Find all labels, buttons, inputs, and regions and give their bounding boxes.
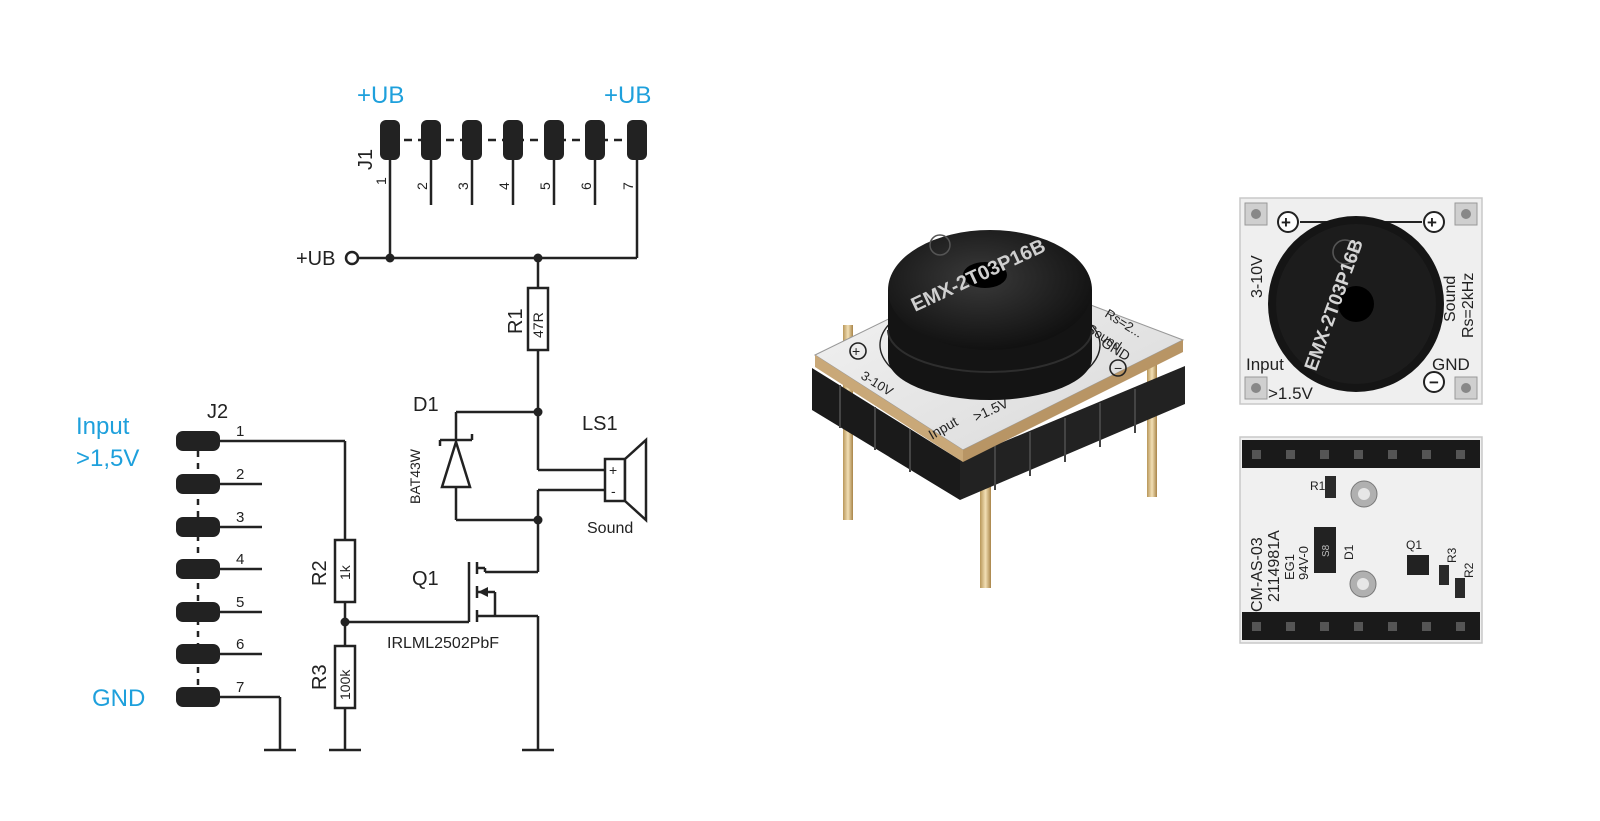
j1-pin-2 bbox=[421, 120, 441, 160]
r1-component bbox=[1325, 476, 1336, 498]
j2-pin-num-5: 5 bbox=[236, 594, 244, 611]
bottom-view-photo: CM-AS-03 2114981A EG1 94V-0 R1 S8 D1 Q1 … bbox=[1239, 436, 1483, 644]
top-rs: Rs=2kHz bbox=[1460, 273, 1477, 338]
q1-ref: Q1 bbox=[412, 568, 439, 590]
j1-pin-1 bbox=[380, 120, 400, 160]
bottom-q1: Q1 bbox=[1406, 538, 1422, 552]
pcb-minus-symbol: − bbox=[1114, 360, 1122, 376]
d1-ref: D1 bbox=[413, 394, 439, 416]
ls1-label: Sound bbox=[587, 520, 633, 537]
q1-value: IRLML2502PbF bbox=[387, 635, 499, 652]
j2-pin-num-3: 3 bbox=[236, 509, 244, 526]
top-view-photo: + + − 3-10V Input >1.5V Sound Rs=2kHz GN… bbox=[1239, 197, 1483, 405]
ub-node-label: +UB bbox=[296, 248, 335, 270]
schematic: +UB +UB J1 1 2 3 4 5 6 bbox=[76, 82, 651, 752]
q1-component bbox=[1407, 555, 1429, 575]
pcb-plus-symbol: + bbox=[852, 343, 860, 359]
d1-diode bbox=[440, 437, 472, 489]
header-right bbox=[960, 366, 1185, 500]
j2-pin-num-1: 1 bbox=[236, 423, 244, 440]
j1-pin-3 bbox=[462, 120, 482, 160]
ls1-plus: + bbox=[609, 462, 617, 478]
j2-pin-4 bbox=[176, 559, 220, 579]
j1-pin-num-5: 5 bbox=[537, 182, 553, 190]
d1-value: BAT43W bbox=[407, 448, 423, 504]
j1-pin-num-6: 6 bbox=[578, 182, 594, 190]
pcb-edge-left bbox=[815, 355, 963, 462]
bottom-d1-chip: S8 bbox=[1321, 544, 1332, 557]
ls1-minus: - bbox=[611, 483, 616, 499]
bottom-order-no: 2114981A bbox=[1266, 530, 1283, 602]
module-3d-photo: + − 3-10V GND Input >1.5V Sound Rs=2... … bbox=[812, 230, 1185, 588]
j1-pin-7 bbox=[627, 120, 647, 160]
r1-value: 47R bbox=[530, 312, 546, 338]
top-gnd: GND bbox=[1432, 355, 1470, 374]
bottom-part-no: CM-AS-03 bbox=[1249, 537, 1266, 612]
top-sound: Sound bbox=[1442, 276, 1459, 322]
r3-value: 100k bbox=[337, 669, 353, 700]
input-threshold: >1,5V bbox=[76, 445, 139, 472]
j1-pins bbox=[380, 120, 647, 160]
bottom-eg: EG1 bbox=[1282, 554, 1297, 580]
bottom-r1: R1 bbox=[1310, 479, 1326, 493]
j2-ref: J2 bbox=[207, 401, 228, 423]
j2-pin-num-2: 2 bbox=[236, 466, 244, 483]
bottom-rating: 94V-0 bbox=[1296, 546, 1311, 580]
top-threshold: >1.5V bbox=[1268, 384, 1314, 403]
j1-pin-4 bbox=[503, 120, 523, 160]
top-input: Input bbox=[1246, 355, 1284, 374]
pin-front bbox=[980, 440, 991, 588]
j2-pin-num-4: 4 bbox=[236, 551, 244, 568]
r2-ref: R2 bbox=[309, 560, 331, 586]
ub-right-label: +UB bbox=[604, 82, 651, 109]
buzzer-sound-hole bbox=[963, 262, 1007, 288]
j2-pin-2 bbox=[176, 474, 220, 494]
top-voltage: 3-10V bbox=[1249, 255, 1266, 298]
r3-component bbox=[1439, 565, 1449, 585]
r1-ref: R1 bbox=[505, 308, 527, 334]
j1-pin-num-1: 1 bbox=[373, 177, 389, 185]
r2-component bbox=[1455, 578, 1465, 598]
top-plus-left: + bbox=[1281, 213, 1291, 232]
j1-pin-num-4: 4 bbox=[496, 182, 512, 190]
buzzer-top bbox=[888, 230, 1092, 350]
bottom-pcb bbox=[1239, 436, 1483, 644]
j1-ref: J1 bbox=[355, 149, 377, 170]
r2-value: 1k bbox=[337, 564, 353, 580]
r3-ref: R3 bbox=[309, 664, 331, 690]
header-left bbox=[812, 368, 960, 500]
pcb-edge-right bbox=[963, 340, 1183, 462]
bottom-r3: R3 bbox=[1445, 547, 1459, 563]
bottom-r2: R2 bbox=[1462, 562, 1476, 578]
j1-pin-6 bbox=[585, 120, 605, 160]
ls1-ref: LS1 bbox=[582, 413, 618, 435]
d1-component bbox=[1314, 527, 1336, 573]
top-buzzer-hole bbox=[1338, 286, 1374, 322]
top-plus-right: + bbox=[1427, 213, 1437, 232]
j2-pin-1 bbox=[176, 431, 220, 451]
top-minus-symbol: − bbox=[1429, 373, 1439, 392]
ls1-speaker-cone bbox=[623, 437, 648, 523]
j1-pin-num-7: 7 bbox=[620, 182, 636, 190]
j2-pins bbox=[176, 431, 220, 707]
bottom-d1: D1 bbox=[1342, 544, 1356, 560]
gnd-label: GND bbox=[92, 685, 145, 712]
input-label: Input bbox=[76, 413, 130, 440]
j1-pin-5 bbox=[544, 120, 564, 160]
ub-node-terminal bbox=[344, 250, 360, 266]
j2-pin-num-6: 6 bbox=[236, 636, 244, 653]
j2-pin-num-7: 7 bbox=[236, 679, 244, 696]
j2-pin-6 bbox=[176, 644, 220, 664]
ub-left-label: +UB bbox=[357, 82, 404, 109]
j1-pin-num-2: 2 bbox=[414, 182, 430, 190]
j2-pin-7 bbox=[176, 687, 220, 707]
j1-pin-num-3: 3 bbox=[455, 182, 471, 190]
